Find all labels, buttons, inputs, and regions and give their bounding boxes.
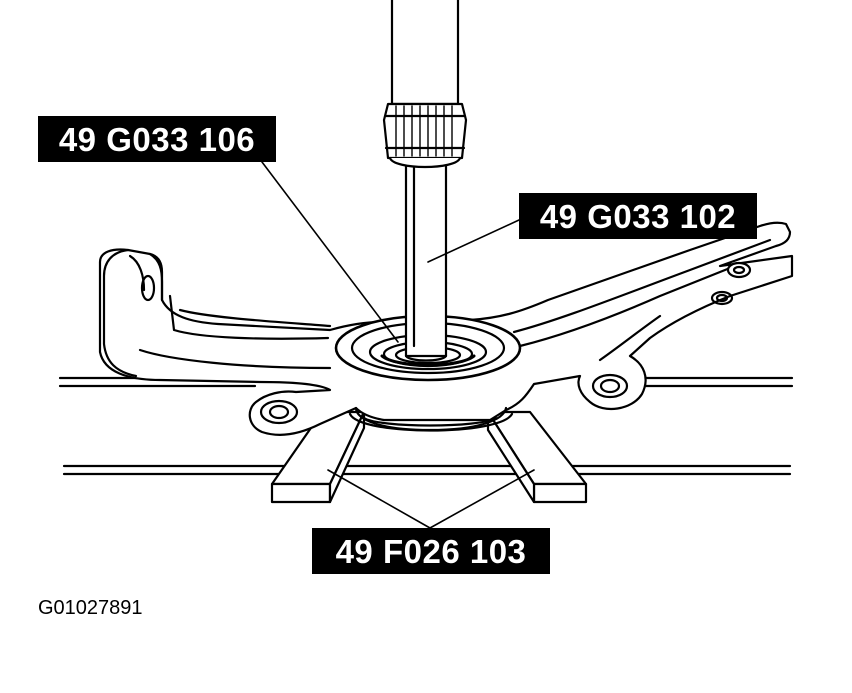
figure-code: G01027891	[38, 597, 143, 619]
leader-lines	[261, 161, 535, 529]
callout-label-49-f026-103: 49 F026 103	[312, 528, 550, 574]
bench-rails	[58, 376, 794, 476]
handle	[382, 0, 468, 169]
callout-label-49-g033-102: 49 G033 102	[519, 193, 757, 239]
support-blocks	[270, 410, 588, 504]
callout-label-49-g033-106: 49 G033 106	[38, 116, 276, 162]
installer-shaft	[404, 156, 448, 362]
